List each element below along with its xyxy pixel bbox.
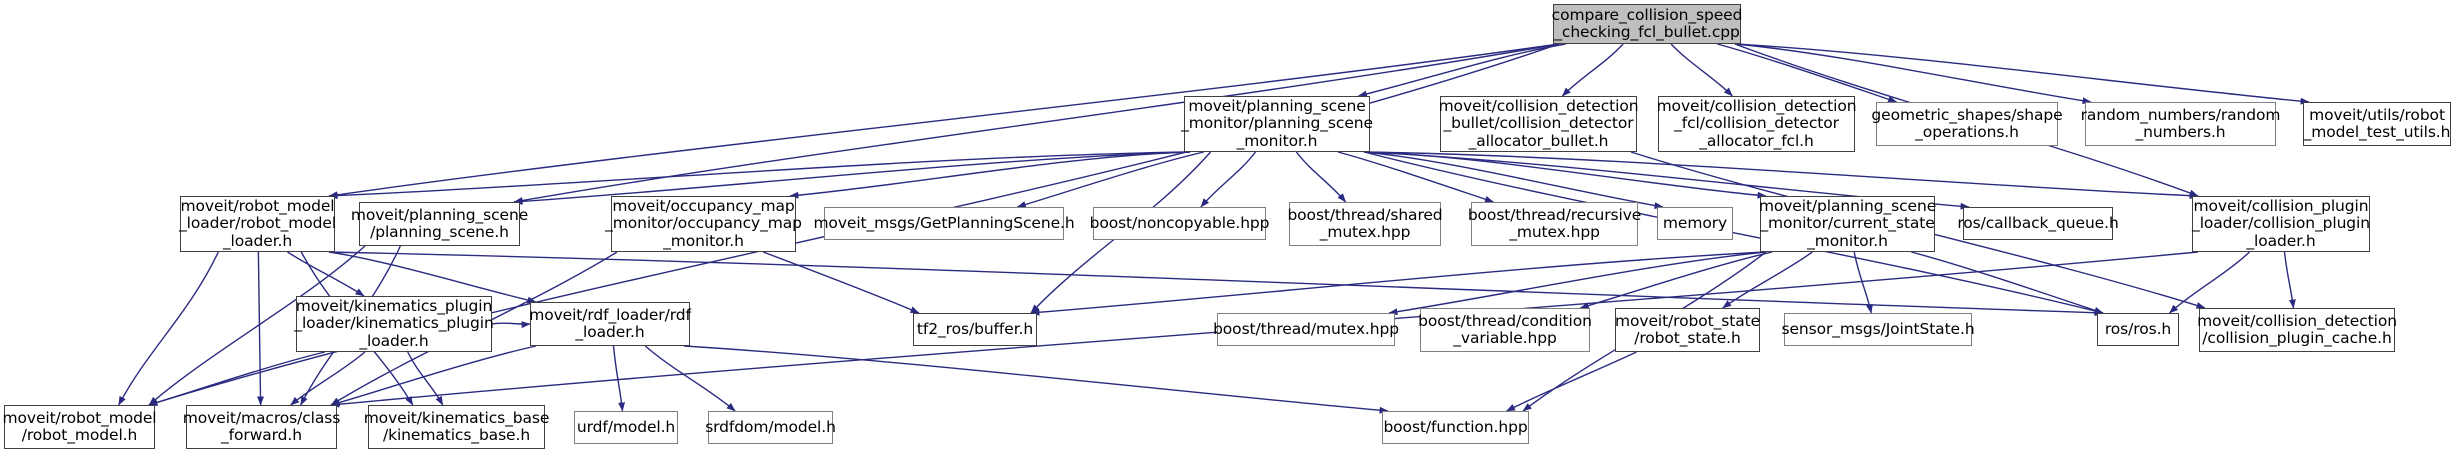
graph-edge: [1295, 151, 1347, 203]
graph-edge: [1337, 151, 1494, 203]
graph-node-shape_ops[interactable]: geometric_shapes/shape _operations.h: [1871, 102, 2063, 146]
graph-edge: [1357, 43, 1566, 98]
graph-node-rml[interactable]: moveit/robot_model _loader/robot_model _…: [179, 196, 336, 252]
graph-node-random_numbers[interactable]: random_numbers/random _numbers.h: [2081, 102, 2280, 146]
graph-node-csm[interactable]: moveit/planning_scene _monitor/current_s…: [1759, 196, 1936, 252]
graph-node-root[interactable]: compare_collision_speed _checking_fcl_bu…: [1552, 4, 1742, 44]
graph-edge: [1717, 43, 1898, 103]
graph-node-noncopyable[interactable]: boost/noncopyable.hpp: [1090, 207, 1270, 240]
graph-node-joint_state[interactable]: sensor_msgs/JointState.h: [1781, 313, 1975, 346]
graph-edge: [257, 251, 265, 406]
graph-edge: [1579, 251, 1773, 309]
graph-node-robot_state[interactable]: moveit/robot_state /robot_state.h: [1615, 308, 1760, 352]
graph-edge: [1030, 251, 1767, 316]
graph-edge: [513, 43, 1560, 204]
graph-edge: [330, 345, 537, 406]
graph-edge: [1363, 151, 2199, 200]
graph-edge: [1911, 251, 2104, 314]
graph-edge: [513, 151, 1191, 205]
graph-edge: [118, 251, 219, 406]
graph-edge: [328, 251, 537, 304]
graph-edge: [148, 351, 325, 406]
graph-node-ros_ros[interactable]: ros/ros.h: [2097, 313, 2179, 346]
graph-node-cpc[interactable]: moveit/collision_detection /collision_pl…: [2197, 308, 2397, 352]
graph-edge: [2283, 251, 2296, 309]
graph-node-memory[interactable]: memory: [1657, 207, 1733, 240]
graph-node-shared_mutex[interactable]: boost/thread/shared _mutex.hpp: [1287, 202, 1443, 246]
graph-node-cpl[interactable]: moveit/collision_plugin _loader/collisio…: [2192, 196, 2370, 252]
graph-edge: [612, 345, 626, 412]
graph-edge: [1670, 43, 1733, 97]
graph-node-cda_bullet[interactable]: moveit/collision_detection _bullet/colli…: [1439, 96, 1639, 152]
graph-node-recursive_mutex[interactable]: boost/thread/recursive _mutex.hpp: [1468, 202, 1641, 246]
graph-edge: [762, 251, 920, 314]
graph-node-urdf_model[interactable]: urdf/model.h: [574, 411, 678, 444]
graph-node-class_forward[interactable]: moveit/macros/class _forward.h: [183, 405, 340, 449]
graph-edge: [328, 151, 1191, 200]
graph-node-get_ps[interactable]: moveit_msgs/GetPlanningScene.h: [813, 207, 1075, 240]
graph-node-psm[interactable]: moveit/planning_scene _monitor/planning_…: [1181, 96, 1373, 152]
graph-node-boost_function[interactable]: boost/function.hpp: [1382, 411, 1529, 444]
graph-node-robot_test_utils[interactable]: moveit/utils/robot _model_test_utils.h: [2303, 102, 2451, 146]
graph-edge: [2168, 251, 2251, 314]
graph-node-callback_queue[interactable]: ros/callback_queue.h: [1957, 207, 2119, 240]
graph-node-planning_scene[interactable]: moveit/planning_scene /planning_scene.h: [351, 202, 528, 246]
graph-edge: [1722, 251, 1813, 309]
graph-edge: [644, 345, 736, 412]
graph-node-robot_model[interactable]: moveit/robot_model /robot_model.h: [2, 405, 157, 449]
graph-node-kpl[interactable]: moveit/kinematics_plugin _loader/kinemat…: [294, 296, 494, 352]
graph-edge: [1016, 151, 1204, 208]
graph-edge: [1734, 43, 2092, 105]
graph-edge: [789, 151, 1191, 199]
graph-node-tf2_buffer[interactable]: tf2_ros/buffer.h: [913, 313, 1037, 346]
graph-edge: [287, 251, 365, 297]
graph-node-cond_var[interactable]: boost/thread/condition _variable.hpp: [1418, 308, 1592, 352]
graph-edge: [1200, 151, 1257, 208]
graph-edge: [1853, 251, 1873, 314]
graph-edge: [1388, 251, 1767, 316]
graph-edge: [1506, 351, 1637, 412]
graph-node-omm[interactable]: moveit/occupancy_map _monitor/occupancy_…: [605, 196, 802, 252]
graph-edge: [407, 351, 444, 406]
graph-edge: [1734, 43, 2310, 105]
graph-edge: [328, 43, 1560, 199]
graph-node-rdf_loader[interactable]: moveit/rdf_loader/rdf _loader.h: [529, 302, 691, 346]
graph-node-cda_fcl[interactable]: moveit/collision_detection _fcl/collisio…: [1657, 96, 1857, 152]
graph-edge: [1561, 43, 1624, 97]
graph-edge: [491, 321, 531, 329]
graph-node-kinematics_base[interactable]: moveit/kinematics_base /kinematics_base.…: [364, 405, 549, 449]
graph-edge: [1363, 151, 1664, 210]
graph-edge: [290, 351, 366, 406]
graph-node-srdf_model[interactable]: srdfdom/model.h: [705, 411, 836, 444]
graph-edge: [683, 345, 1389, 414]
graph-node-mutex_hpp[interactable]: boost/thread/mutex.hpp: [1213, 313, 1399, 346]
graph-edge: [1363, 151, 1767, 199]
